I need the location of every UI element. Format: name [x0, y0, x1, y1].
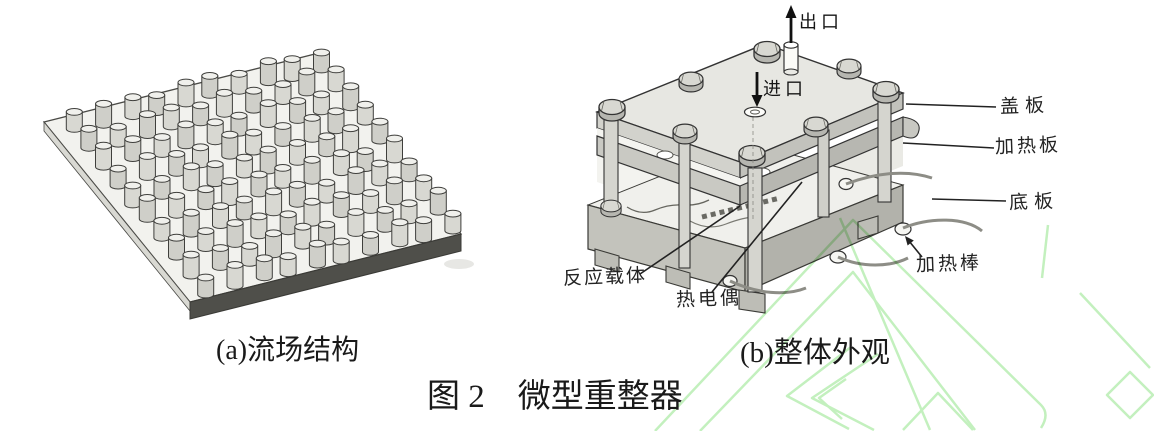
inlet-arrow [751, 72, 763, 107]
label-reaction-carrier: 反应载体 [562, 265, 648, 290]
outlet-arrow [785, 5, 797, 43]
heating-rods [722, 171, 983, 295]
scan-smudge [444, 259, 474, 269]
label-inlet: 进口 [763, 79, 807, 99]
label-thermocouple: 热电偶 [675, 287, 743, 312]
label-cover-plate: 盖板 [999, 95, 1051, 118]
label-heating-rod: 加热棒 [915, 252, 983, 277]
watermark-logo [654, 217, 1154, 431]
pin-fin-plate-illustration [42, 48, 463, 320]
panel-b-caption: (b)整体外观 [740, 337, 890, 369]
assembled-reformer-illustration [586, 5, 1007, 314]
label-heating-plate: 加热板 [994, 134, 1062, 159]
panel-a-caption: (a)流场结构 [216, 335, 360, 366]
leader-lines [639, 103, 1007, 293]
label-outlet: 出口 [799, 12, 843, 32]
label-bottom-plate: 底板 [1008, 191, 1060, 214]
figure-caption: 图 2 微型重整器 [427, 379, 683, 415]
heating-rod-arrowhead [905, 236, 914, 246]
